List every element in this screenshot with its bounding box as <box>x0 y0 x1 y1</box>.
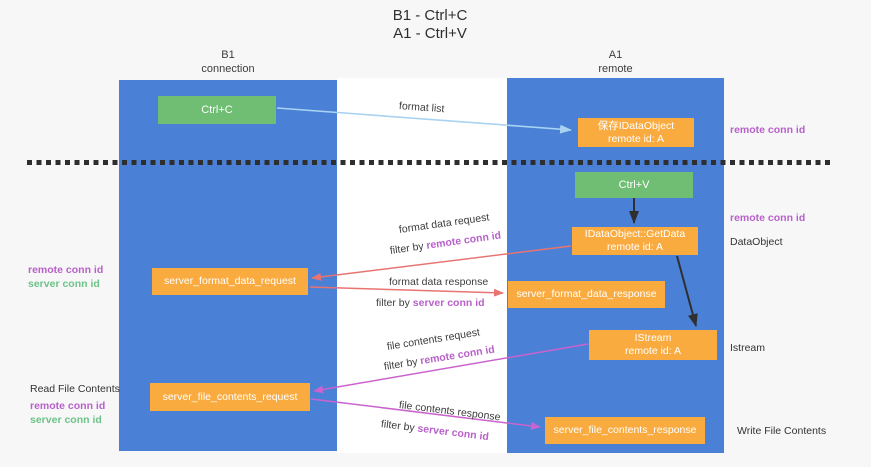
left-remote-conn-id: remote conn id <box>28 264 104 276</box>
lane-a1-header: A1 remote <box>507 48 724 76</box>
node-ctrl-c: Ctrl+C <box>158 96 276 124</box>
dataobject-text: DataObject <box>730 236 783 248</box>
diagram-title: B1 - Ctrl+C A1 - Ctrl+V <box>0 7 860 43</box>
node-server-file-contents-request-label: server_file_contents_request <box>162 390 298 403</box>
node-ctrl-v-label: Ctrl+V <box>618 178 650 191</box>
lane-gap <box>337 78 507 453</box>
side-label-dataobject: DataObject <box>730 235 783 249</box>
node-save-idataobject-line1: 保存IDataObject <box>597 119 675 132</box>
node-server-format-data-request-label: server_format_data_request <box>164 275 296 287</box>
node-save-idataobject: 保存IDataObject remote id: A <box>578 118 694 147</box>
node-ctrl-v: Ctrl+V <box>575 172 693 198</box>
read-remote-conn-id: remote conn id <box>30 400 106 412</box>
filter-by-text: filter by <box>376 297 410 309</box>
node-istream: IStream remote id: A <box>589 330 717 360</box>
left-server-conn-id: server conn id <box>28 278 100 290</box>
node-idataobject-getdata-line1: IDataObject::GetData <box>584 228 686 240</box>
title-line-2: A1 - Ctrl+V <box>393 25 467 42</box>
title-line-1: B1 - Ctrl+C <box>392 7 468 24</box>
side-label-read-file-contents-block: Read File Contents remote conn id server… <box>30 382 120 427</box>
node-server-file-contents-response: server_file_contents_response <box>545 417 705 444</box>
lane-b1-subtitle: connection <box>201 63 255 75</box>
remote-conn-id-text: remote conn id <box>730 124 806 136</box>
node-istream-line1: IStream <box>634 332 672 344</box>
side-label-write-file-contents: Write File Contents <box>737 424 826 438</box>
lane-b1-title: B1 <box>221 49 235 61</box>
node-ctrl-c-label: Ctrl+C <box>201 103 233 116</box>
remote-conn-id-text: remote conn id <box>730 212 806 224</box>
node-server-format-data-response: server_format_data_response <box>508 281 665 308</box>
write-file-contents-text: Write File Contents <box>737 425 827 437</box>
node-idataobject-getdata: IDataObject::GetData remote id: A <box>572 227 698 255</box>
separator-dashed-line <box>27 160 830 165</box>
side-label-left-conn-ids: remote conn id server conn id <box>28 263 103 291</box>
node-save-idataobject-line2: remote id: A <box>607 132 665 145</box>
server-conn-id-text: server conn id <box>412 297 485 309</box>
node-istream-line2: remote id: A <box>624 345 682 357</box>
node-server-file-contents-request: server_file_contents_request <box>150 383 310 411</box>
edge-label-format-data-response: format data response <box>389 276 488 288</box>
read-file-contents-text: Read File Contents <box>30 383 120 395</box>
edge-label-filter-by-server-1: filter by server conn id <box>376 297 485 309</box>
lane-b1-header: B1 connection <box>119 48 337 76</box>
lane-a1-title: A1 <box>608 49 623 61</box>
node-server-file-contents-response-label: server_file_contents_response <box>553 424 697 436</box>
node-idataobject-getdata-line2: remote id: A <box>606 241 664 253</box>
format-data-response-text: format data response <box>389 276 489 288</box>
read-server-conn-id: server conn id <box>30 414 102 426</box>
node-server-format-data-response-label: server_format_data_response <box>516 288 657 300</box>
istream-text: Istream <box>730 342 766 354</box>
lane-a1-subtitle: remote <box>598 63 633 75</box>
node-server-format-data-request: server_format_data_request <box>152 268 308 295</box>
side-label-remote-conn-id-top: remote conn id <box>730 123 805 137</box>
side-label-remote-conn-id-mid: remote conn id <box>730 211 805 225</box>
side-label-istream: Istream <box>730 341 765 355</box>
